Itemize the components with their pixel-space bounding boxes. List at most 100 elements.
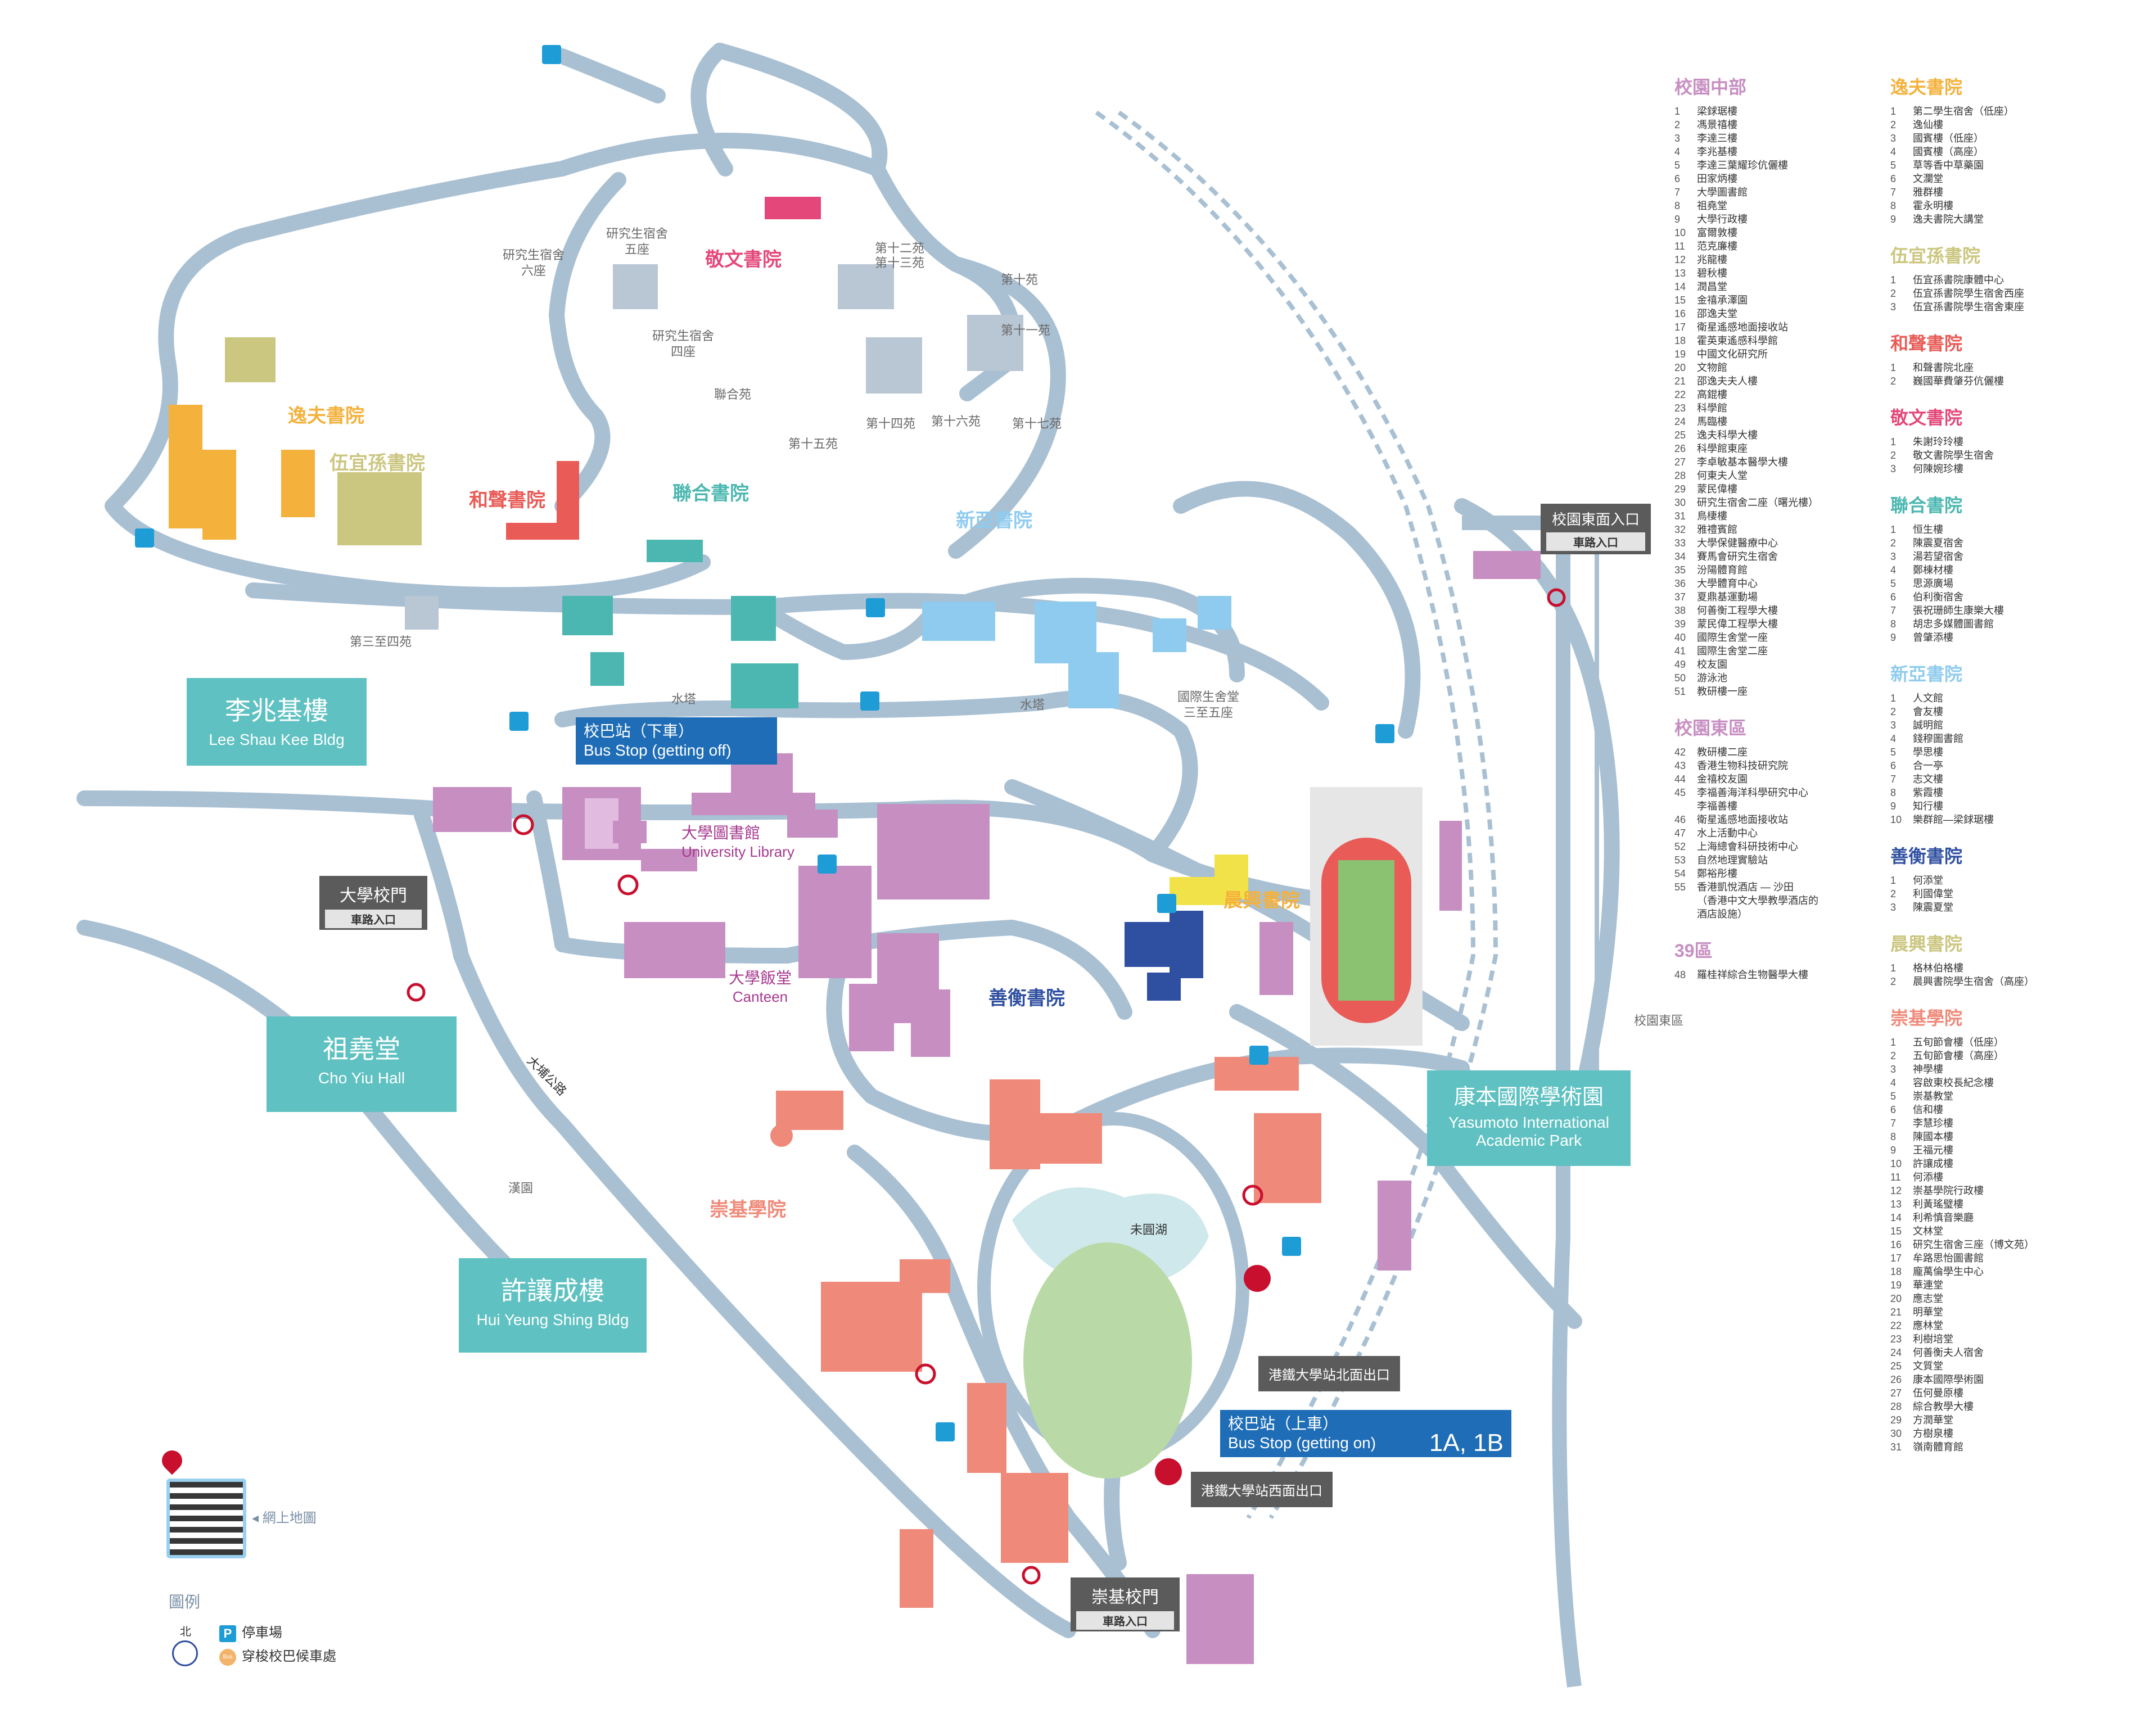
label-chung-chi-college: 崇基學院 <box>710 1199 786 1220</box>
legend-item-name: 合一亭 <box>1913 760 1943 771</box>
legend-item-name: 鄭裕彤樓 <box>1697 868 1737 879</box>
legend-item-name: 崇基教堂 <box>1913 1091 1953 1102</box>
legend-item-name: 香港生物科技研究院 <box>1697 760 1788 771</box>
legend-item-number: 29 <box>1674 483 1686 495</box>
expressway <box>1095 110 1498 1520</box>
callout-yasu-en1: Yasumoto International <box>1448 1114 1609 1131</box>
legend-item-number: 8 <box>1674 200 1681 211</box>
legend-item-name: 第二學生宿舍（低座） <box>1913 106 2014 117</box>
label-international-house: 國際生舍堂 三至五座 <box>1177 690 1240 720</box>
legend-item-number: 3 <box>1890 301 1897 313</box>
legend-item-name: 恒生樓 <box>1913 524 1943 535</box>
legend-item-name: 崇基學院行政樓 <box>1913 1185 1984 1196</box>
legend-section-title: 和聲書院 <box>1890 333 1963 354</box>
legend-item-number: 22 <box>1890 1320 1902 1331</box>
legend-item-name: 霍永明樓 <box>1913 200 1953 211</box>
legend-item-name: 朱謝玲玲樓 <box>1913 436 1963 447</box>
callout-hys-en: Hui Yeung Shing Bldg <box>476 1311 629 1328</box>
legend-item-name: 誠明館 <box>1913 720 1943 731</box>
online-map-link[interactable]: ◂ 網上地圖 <box>252 1511 317 1526</box>
legend-item-name: 利黃瑤璧樓 <box>1913 1199 1963 1210</box>
legend-item-number: 2 <box>1890 706 1897 717</box>
legend-item-name: 晨興書院學生宿舍（高座） <box>1913 976 2034 987</box>
bus-off-zh: 校巴站（下車） <box>584 722 694 740</box>
legend-section-title: 39區 <box>1674 941 1713 961</box>
legend-item-number <box>1674 907 1697 921</box>
legend-item-name: 鳥棲樓 <box>1697 510 1727 522</box>
legend-item-number: 9 <box>1890 801 1897 812</box>
legend-item-name: 學思樓 <box>1913 747 1943 758</box>
legend-item-number: 36 <box>1674 578 1686 589</box>
qr-code[interactable] <box>166 1479 246 1558</box>
legend-item-name: 金禧承澤園 <box>1697 295 1748 306</box>
legend-item-number: 1 <box>1890 106 1897 117</box>
legend-item-name: 方樹泉樓 <box>1913 1428 1953 1439</box>
buildings-cw-chu <box>1170 855 1248 905</box>
buildings-ming-hua <box>765 197 821 219</box>
legend-item-name: 神學樓 <box>1913 1064 1943 1075</box>
legend-item-name: 逸夫科學大樓 <box>1697 430 1758 441</box>
legend-item-name: 游泳池 <box>1697 672 1727 684</box>
legend-item-number: 55 <box>1674 881 1686 893</box>
legend-item-number: 2 <box>1890 888 1897 899</box>
legend-item-name: 自然地理實驗站 <box>1697 855 1768 866</box>
sports-ground <box>1310 787 1423 1046</box>
legend-item-name: 梁銶琚樓 <box>1697 106 1737 117</box>
callout-yasumoto-park: 康本國際學術園 Yasumoto International Academic … <box>1427 1070 1631 1166</box>
legend-item-number: 1 <box>1890 436 1897 447</box>
legend-item-number: 16 <box>1890 1239 1902 1250</box>
legend-item-name: 李卓敏基本醫學大樓 <box>1697 456 1788 468</box>
legend-item-number: 32 <box>1674 524 1686 535</box>
legend-item-number: 30 <box>1674 497 1686 508</box>
legend-item-name: 何添堂 <box>1913 875 1943 886</box>
legend-item-name: 國際生舍堂二座 <box>1697 645 1768 657</box>
callout-lsk-en: Lee Shau Kee Bldg <box>209 731 345 748</box>
legend-item-number: 46 <box>1674 814 1686 825</box>
legend-item-number: 35 <box>1674 564 1686 576</box>
legend-item-number: 2 <box>1890 537 1897 549</box>
legend-item-name: 馬臨樓 <box>1697 416 1727 427</box>
legend-item-number: 1 <box>1890 693 1897 704</box>
legend-item: 7 雅群樓 <box>1890 186 2104 199</box>
legend-item-number: 2 <box>1890 119 1897 130</box>
legend-item-name: 雅群樓 <box>1913 187 1943 198</box>
legend-item-number: 48 <box>1674 969 1686 980</box>
legend-section-title: 崇基學院 <box>1890 1008 1963 1028</box>
legend-item-name: 研究生宿舍三座（博文苑） <box>1913 1239 2034 1250</box>
legend-item-number: 21 <box>1890 1306 1902 1318</box>
legend-item-number: 6 <box>1890 173 1897 184</box>
legend-item-number: 8 <box>1890 787 1897 798</box>
legend-item-number: 7 <box>1890 187 1897 198</box>
gate-main-label: 大學校門 <box>340 887 407 905</box>
legend-item-number: 24 <box>1890 1347 1902 1358</box>
legend-item-number: 49 <box>1674 659 1686 670</box>
legend-item-name: 馮景禧樓 <box>1697 119 1737 130</box>
legend-item-number: 2 <box>1890 976 1897 987</box>
legend-item-name: 伍宜孫書院學生宿舍西座 <box>1913 288 2024 299</box>
legend-item-number: 44 <box>1674 774 1686 785</box>
legend-item-name: 胡忠多媒體圖書館 <box>1913 618 1994 630</box>
legend-item-name: 逸夫書院大講堂 <box>1913 214 1984 225</box>
